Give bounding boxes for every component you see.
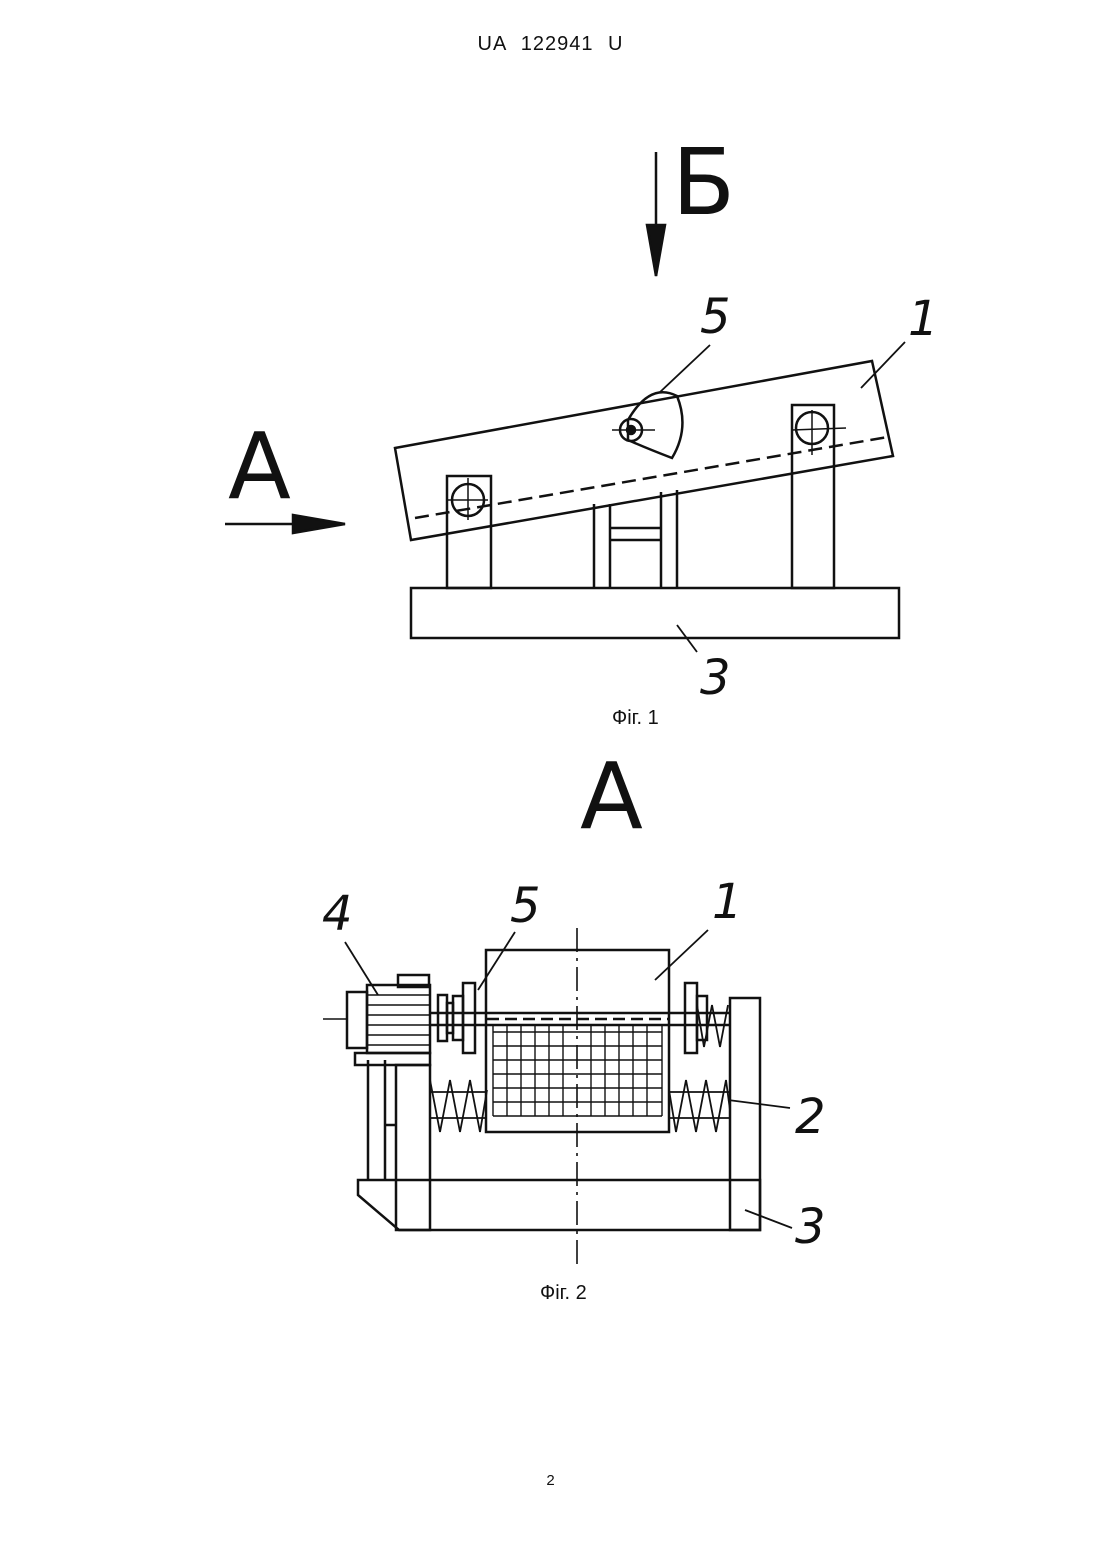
fig2-callout-1: 1	[712, 874, 743, 930]
fig1-inclined-body	[395, 361, 893, 540]
fig1-callout-1: 1	[908, 291, 939, 347]
fig2-callout-3: 3	[795, 1199, 826, 1255]
fig1-callout-5: 5	[700, 289, 731, 345]
fig2-base	[358, 1180, 760, 1230]
fig2-callout-5: 5	[510, 878, 541, 934]
page-number: 2	[0, 1472, 1101, 1489]
fig2-motor	[323, 975, 430, 1065]
figure-2-caption: Фіг. 2	[540, 1282, 587, 1305]
figure-1-drawing	[225, 152, 905, 652]
fig1-vibrator	[628, 392, 682, 458]
fig1-base-plate	[411, 588, 899, 638]
fig1-callout-3: 3	[700, 650, 731, 706]
fig1-view-label-a: A	[228, 413, 291, 520]
fig2-view-title: A	[580, 743, 643, 850]
figure-2-drawing	[323, 928, 792, 1265]
fig2-callout-2: 2	[795, 1089, 826, 1145]
figure-1-caption: Фіг. 1	[612, 707, 659, 730]
fig1-view-label-b: Б	[672, 129, 735, 236]
fig2-callout-4: 4	[322, 886, 353, 942]
